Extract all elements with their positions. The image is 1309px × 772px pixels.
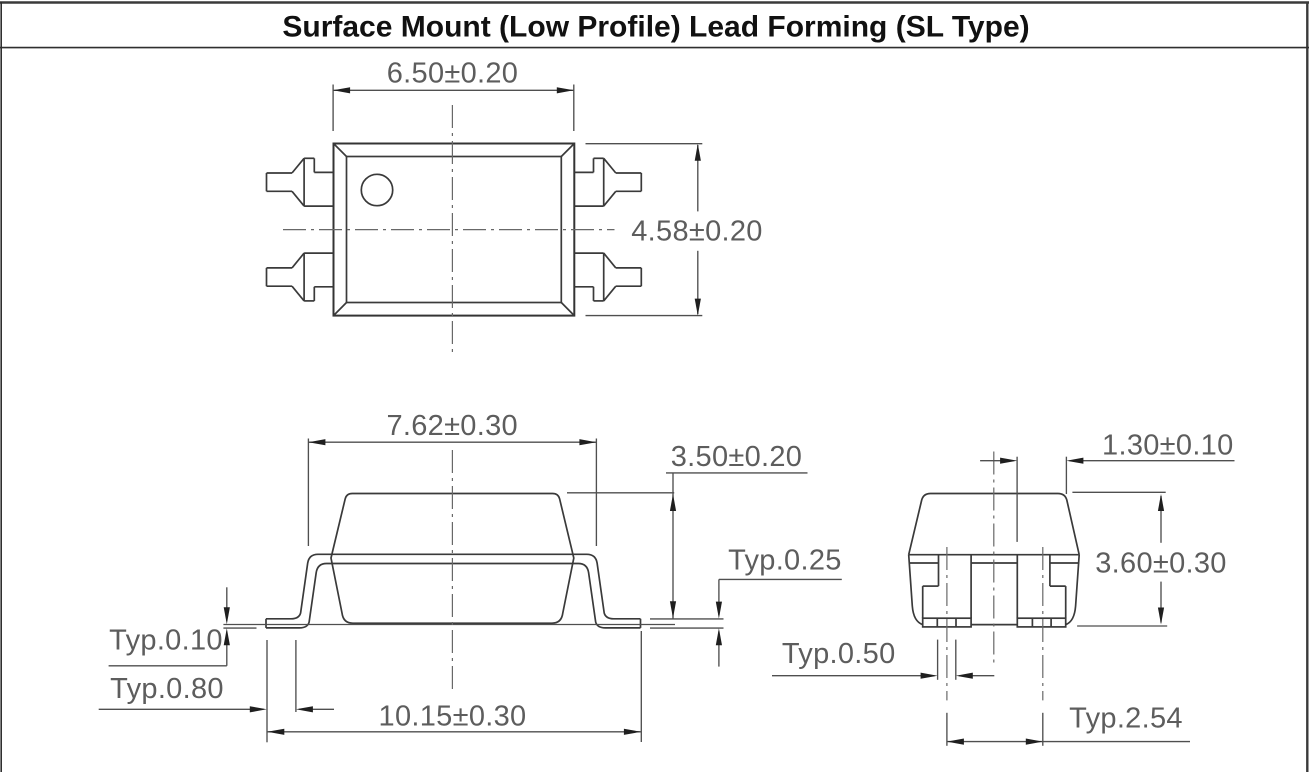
svg-text:3.60±0.30: 3.60±0.30 bbox=[1095, 547, 1227, 579]
svg-text:Typ.0.80: Typ.0.80 bbox=[110, 673, 224, 705]
svg-text:Surface Mount (Low Profile) Le: Surface Mount (Low Profile) Lead Forming… bbox=[282, 11, 1029, 44]
svg-text:Typ.2.54: Typ.2.54 bbox=[1069, 703, 1183, 735]
svg-text:Typ.0.25: Typ.0.25 bbox=[728, 544, 842, 576]
svg-text:Typ.0.50: Typ.0.50 bbox=[782, 638, 896, 670]
svg-text:Typ.0.10: Typ.0.10 bbox=[109, 624, 223, 656]
svg-text:1.30±0.10: 1.30±0.10 bbox=[1102, 430, 1234, 462]
svg-text:4.58±0.20: 4.58±0.20 bbox=[631, 216, 763, 248]
svg-text:6.50±0.20: 6.50±0.20 bbox=[387, 58, 519, 90]
svg-text:7.62±0.30: 7.62±0.30 bbox=[386, 410, 518, 442]
svg-text:3.50±0.20: 3.50±0.20 bbox=[671, 441, 803, 473]
svg-text:10.15±0.30: 10.15±0.30 bbox=[379, 700, 527, 732]
